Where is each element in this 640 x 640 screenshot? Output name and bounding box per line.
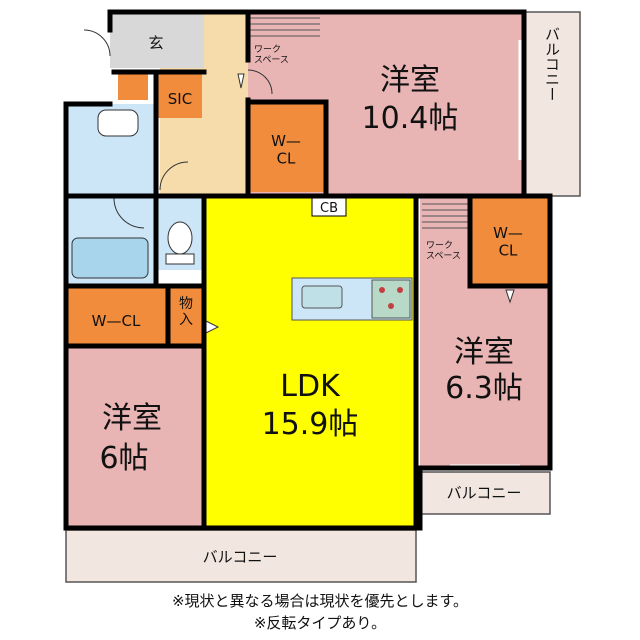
door-arc: [113, 197, 145, 229]
room-storage: [170, 288, 202, 344]
label-east-wcl: W—CL: [493, 224, 523, 259]
door-arrow-icon: [505, 289, 515, 304]
burner-icon: [397, 287, 403, 293]
label-west-size: 6帖: [99, 441, 148, 476]
label-master-size: 10.4帖: [362, 101, 459, 136]
balcony-right: [523, 11, 581, 197]
walls: [63, 9, 553, 531]
door-arc: [159, 161, 189, 191]
room-ldk: [204, 198, 416, 528]
kitchen-stove: [371, 279, 411, 319]
label-balcony-right: バルコニー: [543, 27, 561, 102]
label-storage: 物入: [179, 296, 193, 328]
label-west-wcl: W—CL: [92, 312, 141, 330]
label-balcony-bottom: バルコニー: [203, 548, 278, 566]
label-master-work: ワークスペース: [254, 44, 289, 65]
label-west-title: 洋室: [102, 401, 162, 436]
toilet-tank-icon: [165, 253, 195, 265]
label-master-wcl: W—CL: [271, 132, 301, 167]
label-genkan: 玄: [148, 34, 163, 52]
label-sic: SIC: [168, 90, 192, 108]
toilet-icon: [167, 221, 193, 255]
burner-icon: [379, 287, 385, 293]
room-genkan: [110, 12, 204, 68]
bathtub-icon: [71, 237, 149, 279]
stairs-east: [422, 203, 468, 229]
cb-box: [311, 197, 347, 217]
label-east-title: 洋室: [454, 335, 514, 370]
label-balcony-middle: バルコニー: [447, 484, 522, 502]
basin-icon: [97, 109, 139, 137]
room-west-bedroom: [66, 348, 202, 528]
room-east-wcl: [472, 198, 550, 286]
burner-icon: [388, 303, 394, 309]
label-cb: CB: [320, 201, 338, 216]
door-arc: [247, 69, 273, 95]
stairs-master: [250, 17, 320, 37]
shoe-box: [118, 74, 148, 100]
label-ldk-title: LDK: [280, 369, 341, 404]
balcony-middle: [419, 471, 551, 515]
label-ldk-size: 15.9帖: [262, 407, 359, 442]
room-west-wcl: [66, 288, 166, 344]
label-east-size: 6.3帖: [445, 371, 523, 406]
kitchen-sink: [301, 285, 343, 309]
label-master-title: 洋室: [380, 63, 440, 98]
note-line-2: ※反転タイプあり。: [253, 614, 387, 632]
room-sic: [158, 74, 202, 118]
room-master-wcl: [250, 104, 324, 192]
note-line-1: ※現状と異なる場合は現状を優先とします。: [171, 592, 469, 610]
door-arc: [83, 29, 111, 57]
door-arrow-icon: [237, 73, 245, 89]
label-east-work: ワークスペース: [426, 240, 461, 261]
